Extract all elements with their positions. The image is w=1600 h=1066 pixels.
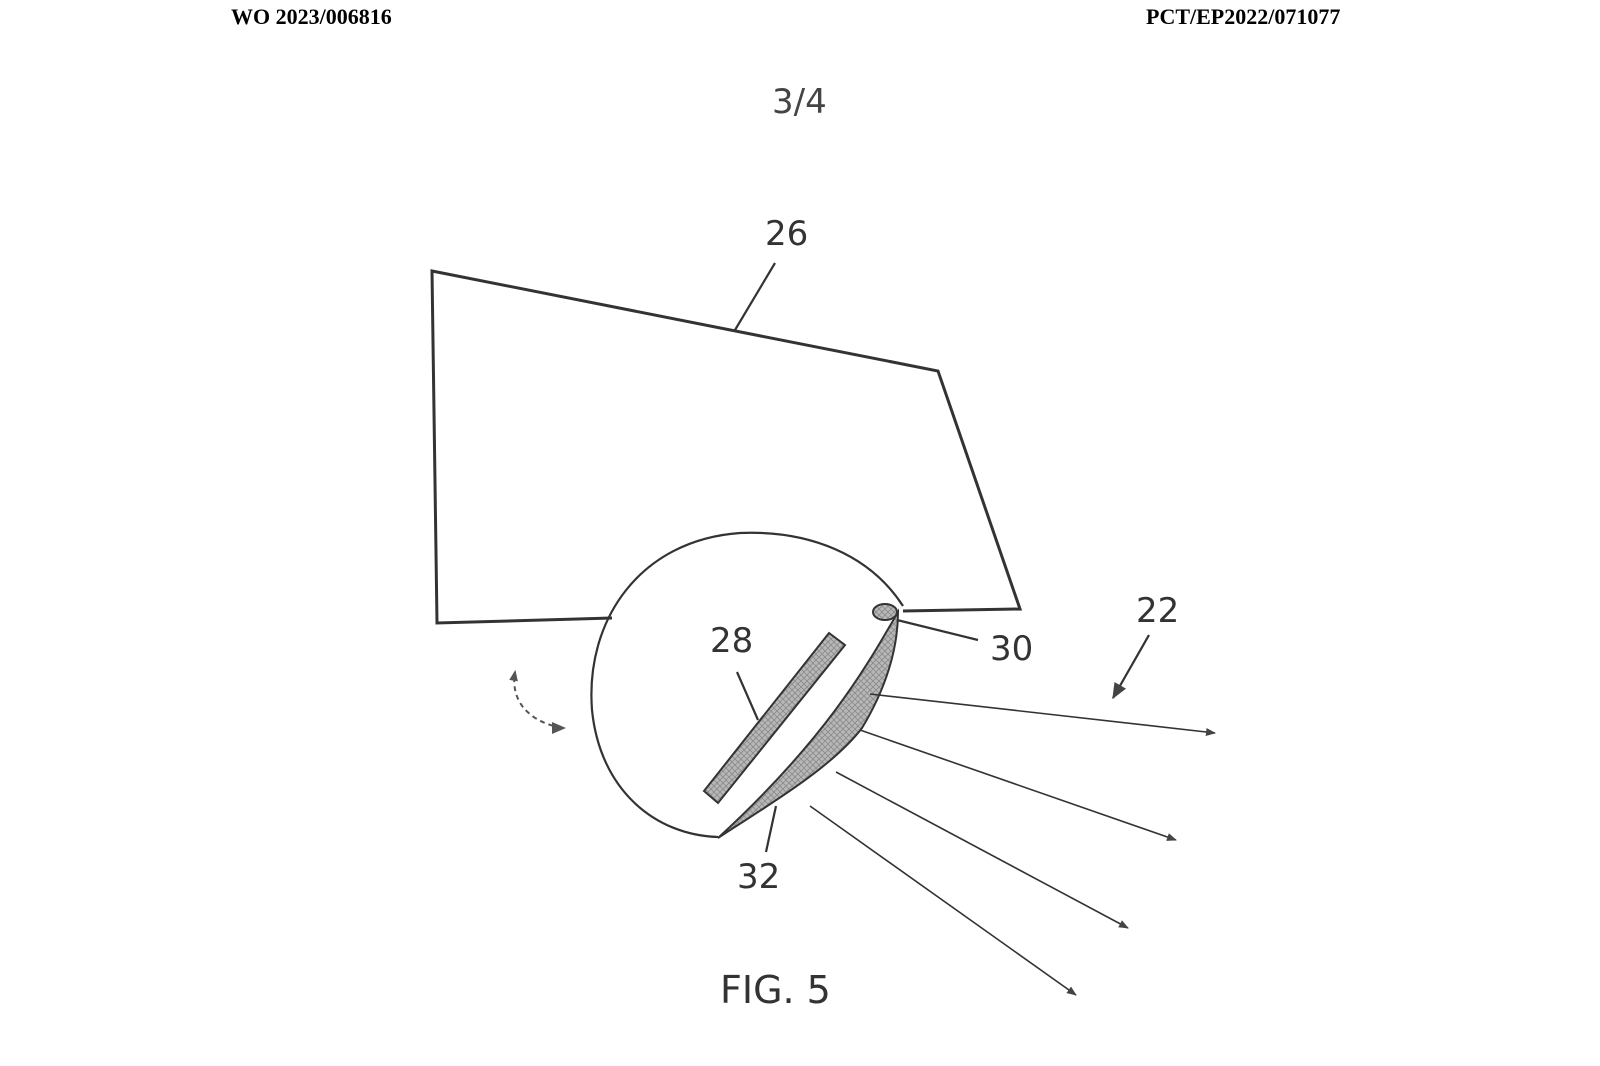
ref-label-28: 28 [710, 621, 753, 661]
housing-outline [430, 269, 1023, 625]
element-32-segment [717, 608, 900, 839]
leader-line-28 [735, 671, 760, 721]
leader-line-26 [734, 262, 776, 331]
rotation-arrow-tail [552, 722, 566, 734]
ref-label-32: 32 [737, 857, 780, 897]
light-beam-3 [835, 771, 1129, 929]
ref-label-26: 26 [765, 214, 808, 254]
element-30-ellipse [872, 603, 898, 621]
application-number: PCT/EP2022/071077 [1146, 4, 1341, 29]
sheet-number: 3/4 [772, 82, 827, 122]
light-beam-2 [859, 729, 1177, 841]
element-28-bar [702, 631, 847, 805]
leader-arrow-22 [1112, 634, 1150, 700]
figure-caption: FIG. 5 [720, 968, 831, 1012]
ref-label-30: 30 [990, 629, 1033, 669]
light-beam-1 [869, 693, 1216, 736]
light-beam-4 [809, 805, 1077, 996]
leader-line-32 [764, 805, 778, 853]
drum-outline [590, 531, 904, 839]
leader-line-30 [896, 618, 979, 642]
ref-label-22: 22 [1136, 591, 1179, 631]
publication-number: WO 2023/006816 [231, 4, 392, 29]
rotation-arrow [509, 669, 563, 729]
